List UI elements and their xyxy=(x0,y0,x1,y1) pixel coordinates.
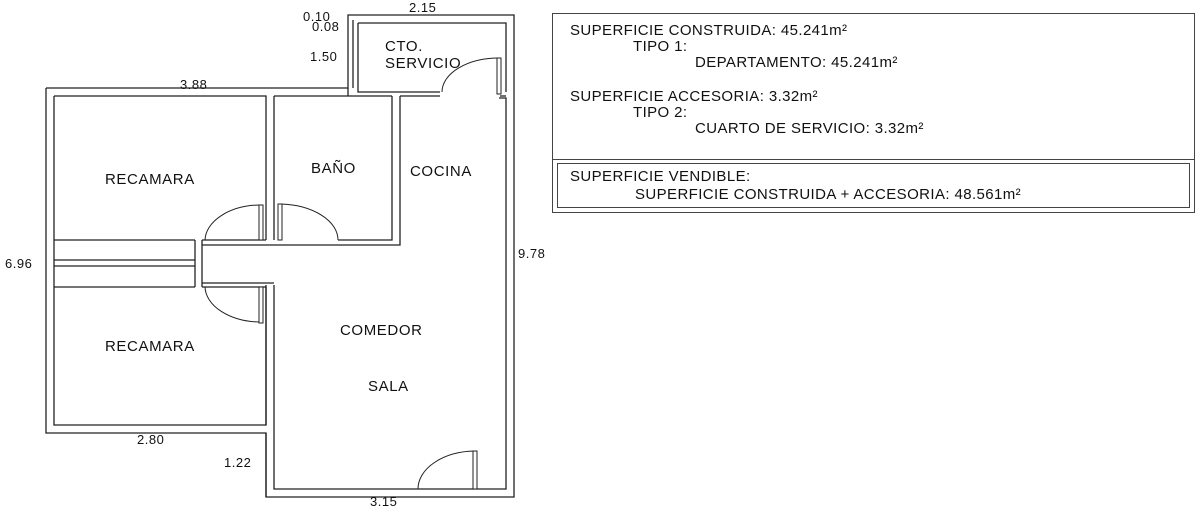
dim-right-height: 9.78 xyxy=(518,246,545,261)
wall-line xyxy=(274,96,401,246)
dim-wall-008: 0.08 xyxy=(312,19,339,34)
dim-bottom-left-width: 2.80 xyxy=(137,432,164,447)
superficie-accesoria: SUPERFICIE ACCESORIA: 3.32m² xyxy=(570,88,818,105)
area-breakdown-section: SUPERFICIE CONSTRUIDA: 45.241m² TIPO 1: … xyxy=(553,14,1194,160)
door-swing xyxy=(280,203,339,241)
room-label-bano: BAÑO xyxy=(311,160,356,177)
wall-line xyxy=(357,23,440,93)
bath-wall xyxy=(338,96,393,241)
room-label-comedor: COMEDOR xyxy=(340,322,423,339)
superficie-vendible-formula: SUPERFICIE CONSTRUIDA + ACCESORIA: 48.56… xyxy=(635,186,1022,203)
door-swing xyxy=(204,286,261,323)
door-leaf xyxy=(496,57,502,95)
door-leaf xyxy=(258,204,264,241)
dim-wall-010: 0.10 xyxy=(303,9,330,24)
dim-servicio-width: 2.15 xyxy=(409,0,436,15)
room-label-servicio: SERVICIO xyxy=(385,55,461,72)
service-room-wall xyxy=(358,22,507,92)
vendible-section: SUPERFICIE VENDIBLE: SUPERFICIE CONSTRUI… xyxy=(557,163,1190,208)
departamento-area: DEPARTAMENTO: 45.241m² xyxy=(695,54,898,71)
dim-top-width: 3.88 xyxy=(180,77,207,92)
room-label-cto: CTO. xyxy=(385,38,423,55)
room-label-recamara-2: RECAMARA xyxy=(105,338,195,355)
walls xyxy=(45,14,515,498)
outer-wall xyxy=(45,14,515,498)
tipo-1-label: TIPO 1: xyxy=(633,38,688,55)
dim-servicio-height: 1.50 xyxy=(310,49,337,64)
entrance-door-leaf xyxy=(472,450,478,490)
room-label-sala: SALA xyxy=(368,378,409,395)
dim-left-height: 6.96 xyxy=(5,256,32,271)
cuarto-servicio-area: CUARTO DE SERVICIO: 3.32m² xyxy=(695,120,924,137)
room-label-recamara-1: RECAMARA xyxy=(105,171,195,188)
entrance-door-swing xyxy=(417,450,476,490)
door-leaf xyxy=(258,286,264,324)
dim-bottom-right-width: 3.15 xyxy=(370,494,397,507)
superficie-construida: SUPERFICIE CONSTRUIDA: 45.241m² xyxy=(570,22,848,39)
floor-plan: CTO. SERVICIO RECAMARA BAÑO COCINA RECAM… xyxy=(5,0,545,507)
door-leaf xyxy=(277,203,283,241)
door-swing xyxy=(204,204,261,241)
wall-line xyxy=(273,97,507,490)
door-swing xyxy=(441,57,500,93)
area-summary-table: SUPERFICIE CONSTRUIDA: 45.241m² TIPO 1: … xyxy=(552,13,1195,213)
tipo-2-label: TIPO 2: xyxy=(633,104,688,121)
room-label-cocina: COCINA xyxy=(410,163,472,180)
doors xyxy=(204,57,502,490)
outer-wall-inner xyxy=(54,95,267,240)
superficie-vendible-label: SUPERFICIE VENDIBLE: xyxy=(570,168,751,185)
dim-step-height: 1.22 xyxy=(224,455,251,470)
